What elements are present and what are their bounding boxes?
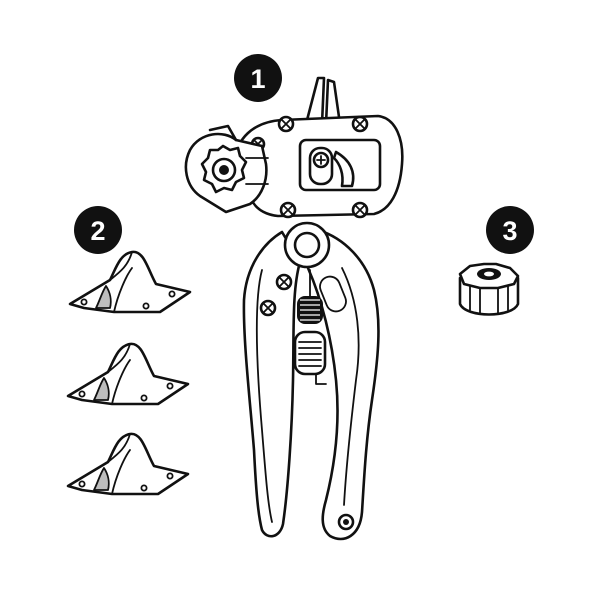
blade-window	[332, 150, 355, 188]
blade-v-cut	[66, 342, 190, 406]
blade-omega-cut	[68, 250, 192, 314]
left-handle	[242, 230, 302, 538]
right-handle	[306, 228, 380, 541]
blade-u-cut	[66, 432, 190, 496]
knurled-knob-icon	[458, 262, 520, 316]
part-badge-1: 1	[234, 54, 282, 102]
part-badge-2: 2	[74, 206, 122, 254]
part-badge-3: 3	[486, 206, 534, 254]
part-badge-label: 3	[502, 216, 517, 246]
grafting-pruner-icon	[184, 76, 404, 541]
handle-slot	[319, 275, 347, 313]
part-badge-label: 1	[250, 64, 265, 94]
grafting-blade-icon	[66, 250, 192, 496]
lock-slider	[293, 330, 327, 376]
part-badge-label: 2	[90, 216, 105, 246]
